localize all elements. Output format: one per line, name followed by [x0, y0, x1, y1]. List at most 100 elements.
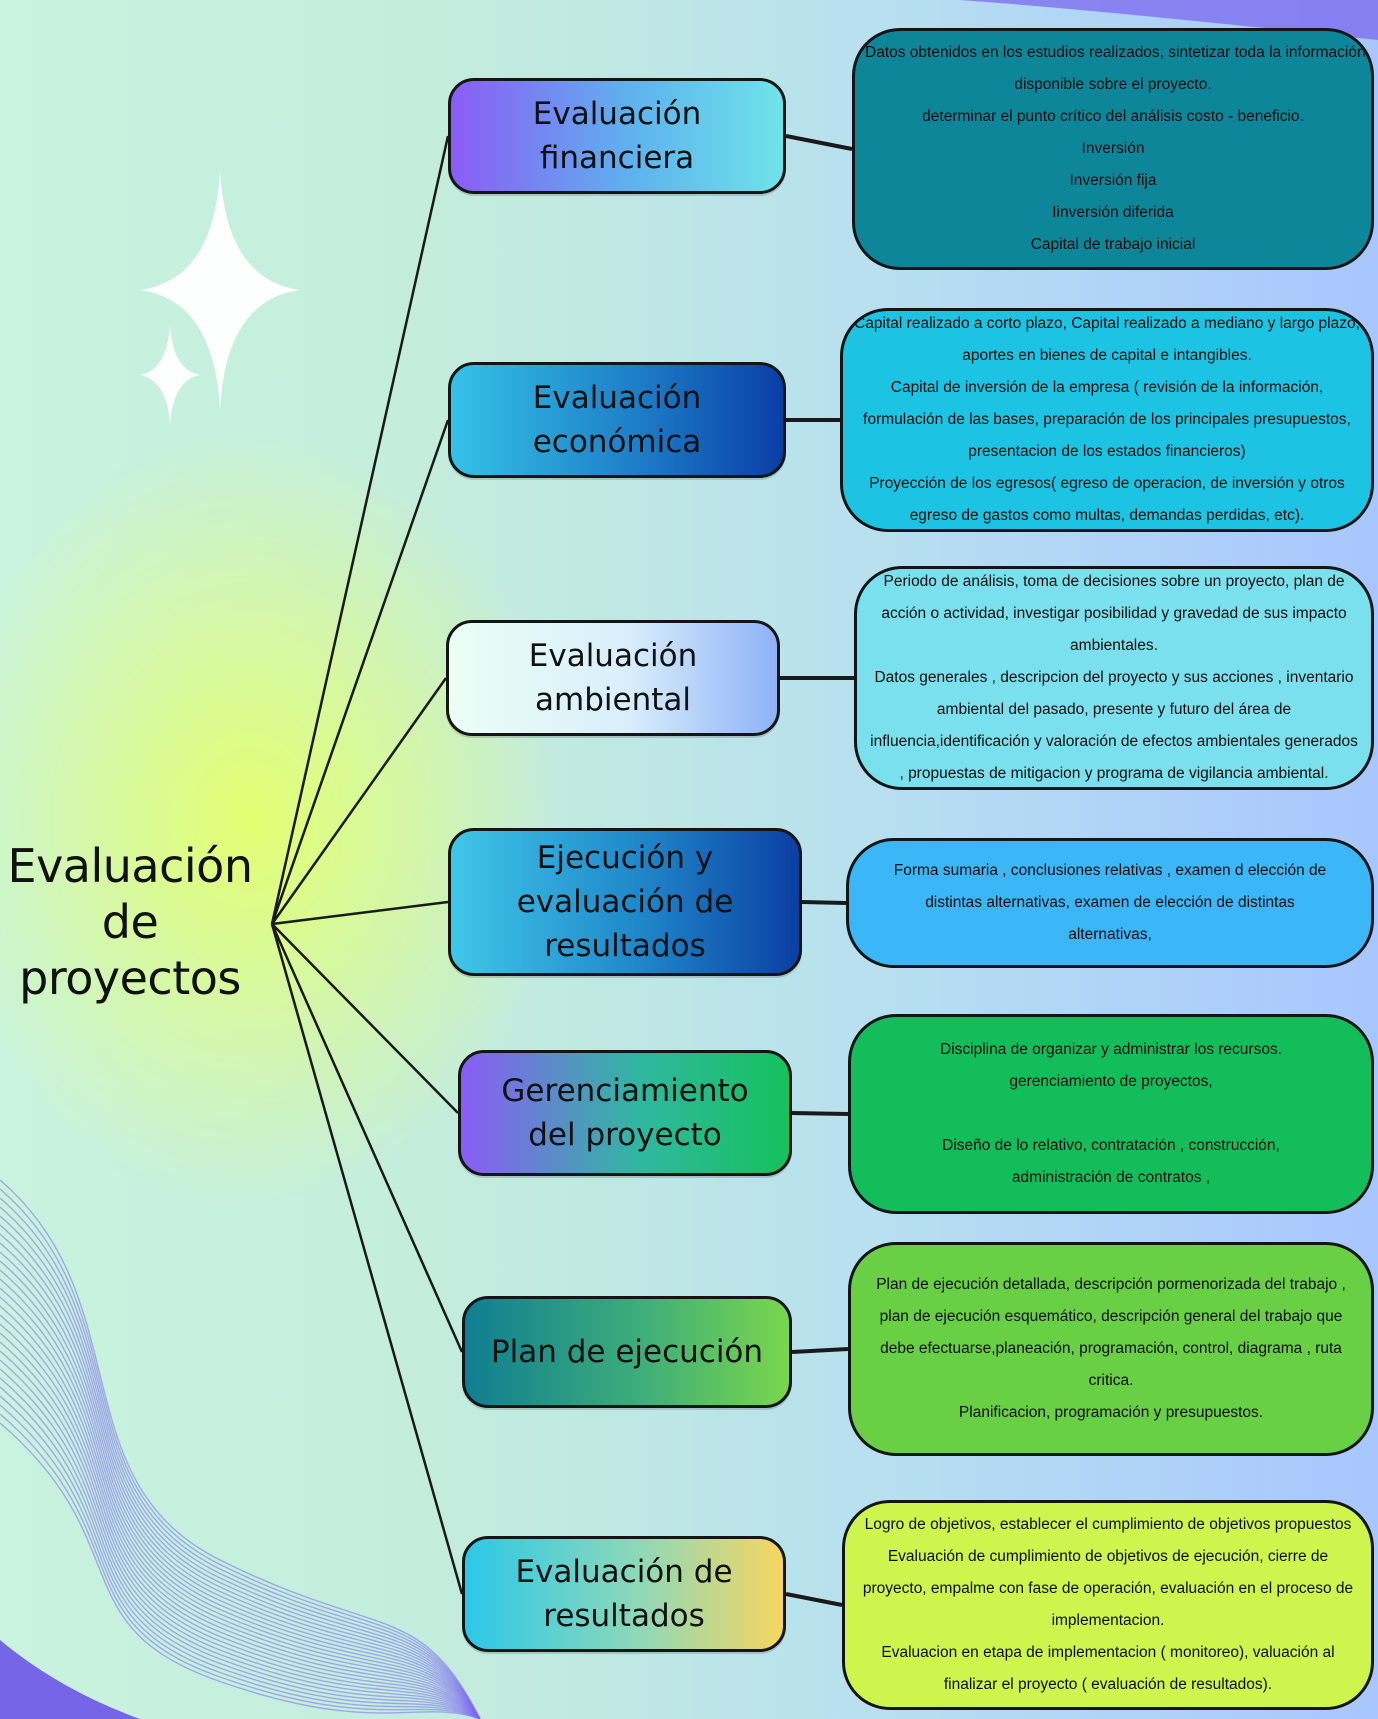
branch-description-plan-de-ejecucion: Plan de ejecución detallada, descripción…: [848, 1242, 1374, 1456]
branch-title-line: Evaluación de: [515, 1554, 733, 1590]
description-line: influencia,identificación y valoración d…: [870, 733, 1358, 750]
description-line: Periodo de análisis, toma de decisiones …: [883, 573, 1345, 590]
branch-node-evaluacion-financiera: Evaluación financiera: [448, 78, 786, 194]
root-connector-line: [271, 923, 459, 1114]
wave-line: [0, 1188, 481, 1719]
branch-node-plan-de-ejecucion: Plan de ejecución: [462, 1296, 792, 1408]
wave-line: [0, 1224, 481, 1719]
wave-line: [0, 1260, 481, 1719]
description-line: alternativas,: [1068, 926, 1152, 943]
root-title: Evaluación de proyectos: [0, 838, 260, 1006]
root-connector-line: [270, 923, 464, 1353]
description-line: administración de contratos ,: [1011, 1169, 1211, 1186]
root-connector-line: [270, 419, 450, 925]
description-line: debe efectuarse,planeación, programación…: [880, 1340, 1342, 1357]
description-line: Proyección de los egresos( egreso de ope…: [869, 475, 1345, 492]
description-line: acción o actividad, investigar posibilid…: [881, 605, 1347, 622]
wave-line: [0, 1179, 481, 1719]
branch-title-line: económica: [532, 424, 702, 460]
wave-line: [0, 1278, 481, 1719]
wave-line: [0, 1395, 481, 1719]
wave-line: [0, 1233, 481, 1719]
root-title-line: proyectos: [19, 951, 241, 1005]
description-line: Capital de trabajo inicial: [1030, 236, 1196, 253]
branch-description-ejecucion-evaluacion-resultados: Forma sumaria , conclusiones relativas ,…: [846, 838, 1374, 968]
description-line: aportes en bienes de capital e intangibl…: [962, 347, 1252, 364]
node-description-link: [791, 1111, 849, 1116]
wave-line: [0, 1332, 481, 1719]
node-description-link: [791, 1347, 849, 1354]
branch-node-evaluacion-ambiental: Evaluación ambiental: [446, 620, 780, 736]
description-line: presentacion de los estados financieros): [968, 443, 1246, 460]
wave-line: [0, 1323, 481, 1719]
branch-description-evaluacion-financiera: Datos obtenidos en los estudios realizad…: [852, 28, 1374, 270]
wave-line: [0, 1350, 481, 1719]
branch-title-line: ambiental: [535, 682, 691, 718]
root-title-line: Evaluación: [7, 839, 253, 893]
description-line: gerenciamiento de proyectos,: [1009, 1073, 1213, 1090]
branch-title-line: Evaluación: [532, 96, 702, 132]
branch-node-evaluacion-de-resultados: Evaluación de resultados: [462, 1536, 786, 1652]
description-line: , propuestas de mitigacion y programa de…: [899, 765, 1329, 782]
root-connector-line: [270, 923, 464, 1595]
description-line: Datos obtenidos en los estudios realizad…: [865, 44, 1366, 61]
node-description-link: [785, 1592, 843, 1607]
wave-line: [0, 1314, 481, 1719]
node-description-link: [785, 134, 853, 151]
description-line: disponible sobre el proyecto.: [1014, 76, 1212, 93]
wave-line: [0, 1215, 481, 1719]
description-line: [861, 1098, 1361, 1130]
description-line: critica.: [1088, 1372, 1134, 1389]
description-line: egreso de gastos como multas, demandas p…: [909, 507, 1305, 524]
branch-title-line: del proyecto: [528, 1117, 722, 1153]
wave-line: [0, 1305, 481, 1719]
branch-description-evaluacion-economica: Capital realizado a corto plazo, Capital…: [840, 308, 1374, 532]
root-connector-line: [271, 900, 449, 926]
sparkle-star-small-icon: [140, 325, 200, 425]
description-line: Disciplina de organizar y administrar lo…: [940, 1041, 1282, 1058]
root-connector-line: [270, 135, 450, 925]
wave-line: [0, 1242, 481, 1719]
wave-line: [0, 1197, 481, 1719]
description-line: Logro de objetivos, establecer el cumpli…: [864, 1516, 1352, 1533]
wave-line: [0, 1296, 481, 1719]
description-line: ambiental del pasado, presente y futuro …: [936, 701, 1292, 718]
wave-line: [0, 1341, 481, 1719]
branch-title-line: financiera: [539, 140, 695, 176]
description-line: Iinversión diferida: [1052, 204, 1174, 221]
wave-line: [0, 1386, 481, 1719]
wave-line: [0, 1251, 481, 1719]
wave-line: [0, 1269, 481, 1719]
description-line: Capital de inversión de la empresa ( rev…: [890, 379, 1324, 396]
description-line: ambientales.: [1070, 637, 1158, 654]
branch-title-line: Ejecución y: [536, 840, 714, 876]
node-description-link: [801, 900, 847, 905]
description-line: Planificacion, programación y presupuest…: [958, 1404, 1264, 1421]
description-line: Evaluación de cumplimiento de objetivos …: [887, 1548, 1329, 1565]
description-line: proyecto, empalme con fase de operación,…: [862, 1580, 1354, 1597]
description-line: finalizar el proyecto ( evaluación de re…: [943, 1676, 1273, 1693]
wave-line: [0, 1422, 481, 1719]
wave-line: [0, 1368, 481, 1719]
description-line: Plan de ejecución detallada, descripción…: [876, 1276, 1346, 1293]
root-connector-line: [270, 677, 448, 925]
description-line: plan de ejecución esquemático, descripci…: [879, 1308, 1343, 1325]
branch-title-line: evaluación de: [516, 884, 734, 920]
branch-title-line: Evaluación: [528, 638, 698, 674]
description-line: Forma sumaria , conclusiones relativas ,…: [893, 862, 1327, 879]
branch-description-gerenciamiento-del-proyecto: Disciplina de organizar y administrar lo…: [848, 1014, 1374, 1214]
description-line: Inversión fija: [1069, 172, 1157, 189]
branch-title-line: Gerenciamiento: [501, 1073, 749, 1109]
root-title-line: de: [101, 895, 159, 949]
wave-line: [0, 1287, 481, 1719]
branch-title-line: resultados: [544, 928, 706, 964]
branch-title-line: Evaluación: [532, 380, 702, 416]
branch-node-ejecucion-evaluacion-resultados: Ejecución y evaluación de resultados: [448, 828, 802, 976]
description-line: Evaluacion en etapa de implementacion ( …: [881, 1644, 1335, 1661]
description-line: distintas alternativas, examen de elecci…: [925, 894, 1295, 911]
wave-line: [0, 1413, 481, 1719]
branch-title-line: resultados: [543, 1598, 705, 1634]
